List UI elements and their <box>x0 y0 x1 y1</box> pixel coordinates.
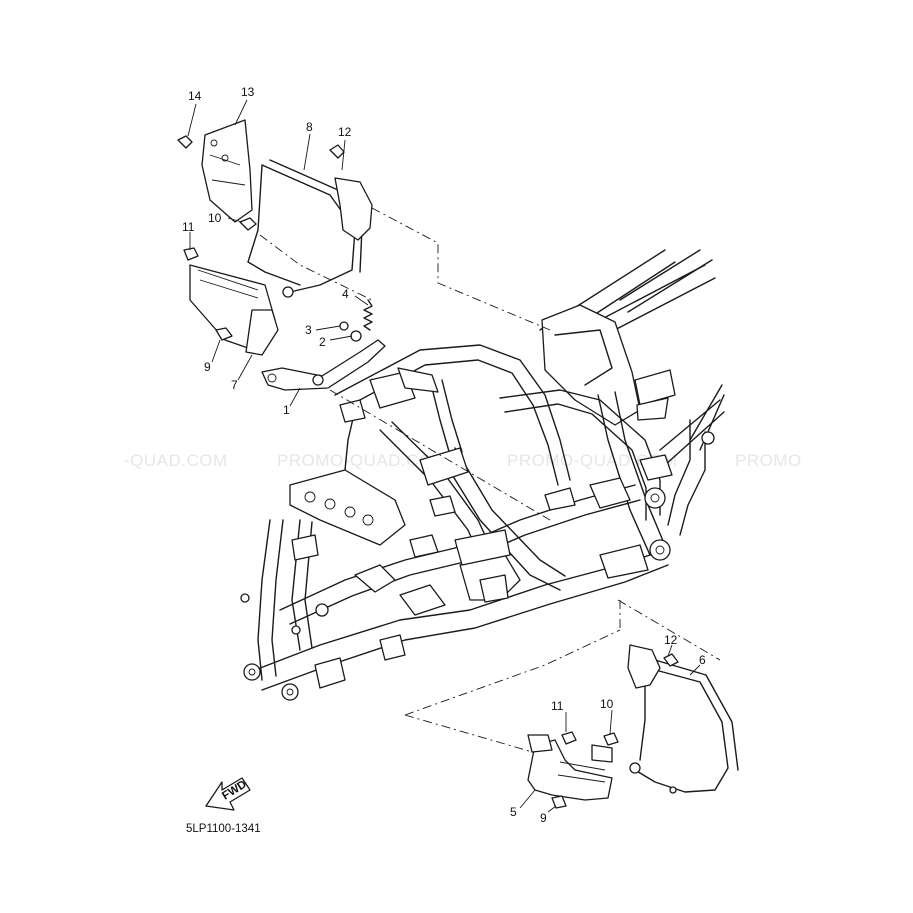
callout-5: 5 <box>510 805 517 819</box>
callout-2: 2 <box>319 335 326 349</box>
callout-11-upper: 11 <box>182 220 195 234</box>
callout-leaders <box>187 99 701 813</box>
frame <box>240 249 725 701</box>
right-footrest-assembly <box>527 644 739 809</box>
washer-2 <box>350 330 362 342</box>
callout-13: 13 <box>241 85 255 99</box>
callout-6: 6 <box>699 653 706 667</box>
stay-bracket-12-right <box>627 644 661 689</box>
callout-12-upper: 12 <box>338 125 352 139</box>
callout-10-upper: 10 <box>208 211 222 225</box>
bolt-14 <box>177 135 193 149</box>
nut-11-right <box>561 731 577 745</box>
callout-4: 4 <box>342 287 349 301</box>
footrest-guard-13 <box>201 119 253 223</box>
brake-pedal-1 <box>261 339 386 391</box>
callout-1: 1 <box>283 403 290 417</box>
watermark-text-4: PROMO <box>735 451 802 470</box>
bolt-9-right <box>551 795 567 809</box>
watermark-text-1: -QUAD.COM <box>124 451 228 470</box>
watermark-text-2: PROMO-QUAD.COM <box>277 451 447 470</box>
callout-9-lower: 9 <box>540 811 547 825</box>
callout-12-lower: 12 <box>664 633 678 647</box>
callout-7: 7 <box>231 378 238 392</box>
bolt-10 <box>239 217 257 231</box>
footrest-5 <box>527 739 613 801</box>
spring-4 <box>363 299 373 331</box>
callouts: 14 13 8 12 10 11 4 3 2 9 7 1 12 6 10 11 … <box>182 85 706 825</box>
callout-14: 14 <box>188 89 202 103</box>
footrest-stay-8 <box>247 164 356 293</box>
callout-10-lower: 10 <box>600 697 614 711</box>
footrest-stay-6 <box>634 667 729 793</box>
fwd-arrow-icon: FWD <box>205 777 251 811</box>
callout-11-lower: 11 <box>551 699 564 713</box>
callout-9-upper: 9 <box>204 360 211 374</box>
stay-bracket-12 <box>334 177 373 241</box>
bolt-10-right <box>603 732 619 746</box>
clip-3 <box>339 321 349 331</box>
callout-8: 8 <box>306 120 313 134</box>
nut-11 <box>183 247 199 261</box>
callout-3: 3 <box>305 323 312 337</box>
leader-lines <box>259 207 721 761</box>
left-footrest-assembly <box>177 119 386 391</box>
bolt-9-left <box>215 327 233 341</box>
part-code: 5LP1100-1341 <box>186 823 261 835</box>
